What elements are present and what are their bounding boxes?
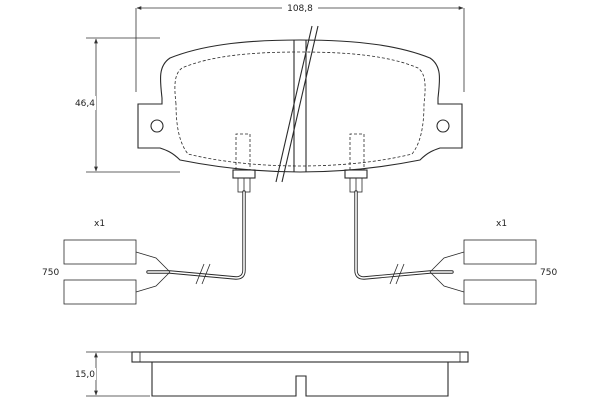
section-cut-line-a: [281, 25, 319, 183]
width-dimension: 108,8: [135, 2, 465, 92]
quantity-left-label: x1: [94, 219, 105, 229]
connector-right-lower: [463, 279, 537, 305]
sensor-head-right: [344, 169, 368, 179]
brake-pad-front-view: [137, 25, 463, 183]
connector-right-upper: [463, 239, 537, 265]
brake-pad-side-view: [131, 351, 469, 397]
lead-right-upper: [429, 251, 465, 273]
side-friction-material: [151, 361, 449, 397]
lead-left-lower: [135, 271, 171, 293]
cable-break-left-b: [201, 263, 211, 285]
lead-right-lower: [429, 271, 465, 293]
mounting-hole-right: [436, 119, 450, 133]
sensor-channel-right: [349, 133, 365, 170]
thickness-dimension: 15,0: [75, 351, 150, 397]
lead-left-upper: [135, 251, 171, 273]
width-label: 108,8: [287, 4, 313, 14]
height-dimension: 46,4: [75, 37, 180, 173]
thickness-label: 15,0: [75, 370, 95, 380]
side-backing-plate: [131, 351, 469, 363]
friction-material-outline: [174, 51, 426, 167]
cable-break-right-a: [389, 263, 399, 285]
mounting-hole-left: [150, 119, 164, 133]
width-label-bg: [282, 2, 318, 14]
quantity-right-label: x1: [496, 219, 507, 229]
wear-sensor-right: [344, 169, 537, 305]
cable-length-right-label: 750: [540, 268, 557, 278]
cable-left-core: [147, 191, 245, 279]
wear-sensor-left: [63, 169, 256, 305]
height-label-bg: [78, 96, 96, 110]
cable-right: [354, 190, 454, 280]
cable-break-right-b: [395, 263, 405, 285]
sensor-head-left: [232, 169, 256, 179]
cable-break-left-a: [195, 263, 205, 285]
sensor-channel-left: [235, 133, 251, 170]
section-cut-line-b: [275, 25, 313, 183]
cable-right-core: [355, 191, 453, 279]
cable-length-left-label: 750: [42, 268, 59, 278]
connector-left-lower: [63, 279, 137, 305]
pad-backing-plate: [137, 39, 463, 173]
thickness-label-bg: [78, 368, 96, 380]
cable-left: [146, 190, 246, 280]
connector-left-upper: [63, 239, 137, 265]
height-label: 46,4: [75, 99, 95, 109]
